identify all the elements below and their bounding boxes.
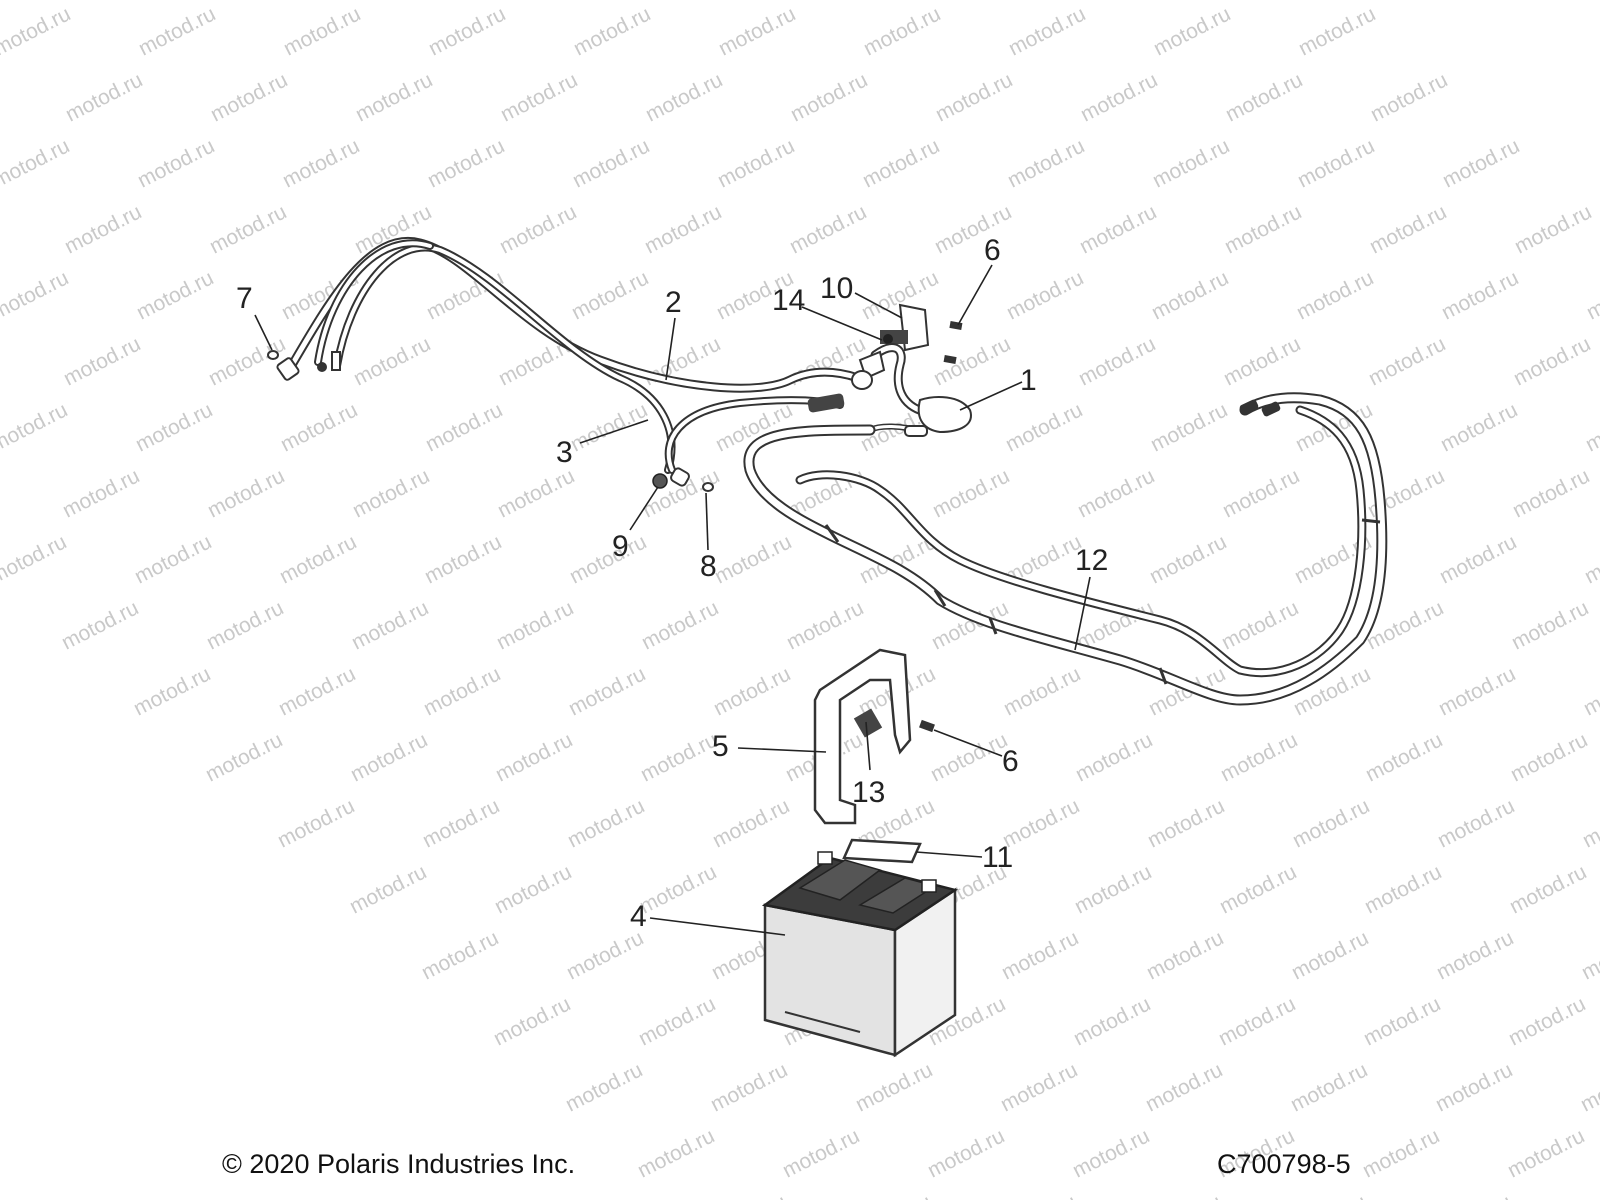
callout-1: 1 (1020, 364, 1037, 397)
callout-3: 3 (556, 436, 573, 469)
callout-8: 8 (700, 550, 717, 583)
callout-10: 10 (820, 272, 853, 305)
figure-code: C700798-5 (1217, 1149, 1351, 1179)
leader-lines (254, 264, 1091, 936)
left-terminals (267, 350, 341, 381)
battery-hold-down-bracket (813, 648, 935, 825)
callout-12: 12 (1075, 544, 1108, 577)
callout-7: 7 (236, 282, 253, 315)
callout-6-bottom: 6 (1002, 745, 1019, 778)
cable3-terminals (652, 393, 845, 492)
copyright-notice: © 2020 Polaris Industries Inc. (222, 1149, 576, 1179)
callout-14: 14 (772, 284, 805, 317)
battery-pad (842, 838, 922, 864)
battery (761, 851, 959, 1058)
callout-2: 2 (665, 286, 682, 319)
callout-6-top: 6 (984, 234, 1001, 267)
callout-13: 13 (852, 776, 885, 809)
callout-9: 9 (612, 530, 629, 563)
callout-labels: 1 2 3 4 5 6 6 7 8 9 10 11 12 13 14 (236, 234, 1108, 933)
battery-cable-bundle (287, 236, 863, 474)
callout-4: 4 (630, 900, 647, 933)
junction-bracket (851, 303, 972, 437)
callout-5: 5 (712, 730, 729, 763)
callout-11: 11 (982, 841, 1013, 874)
long-cable-12 (743, 392, 1388, 706)
